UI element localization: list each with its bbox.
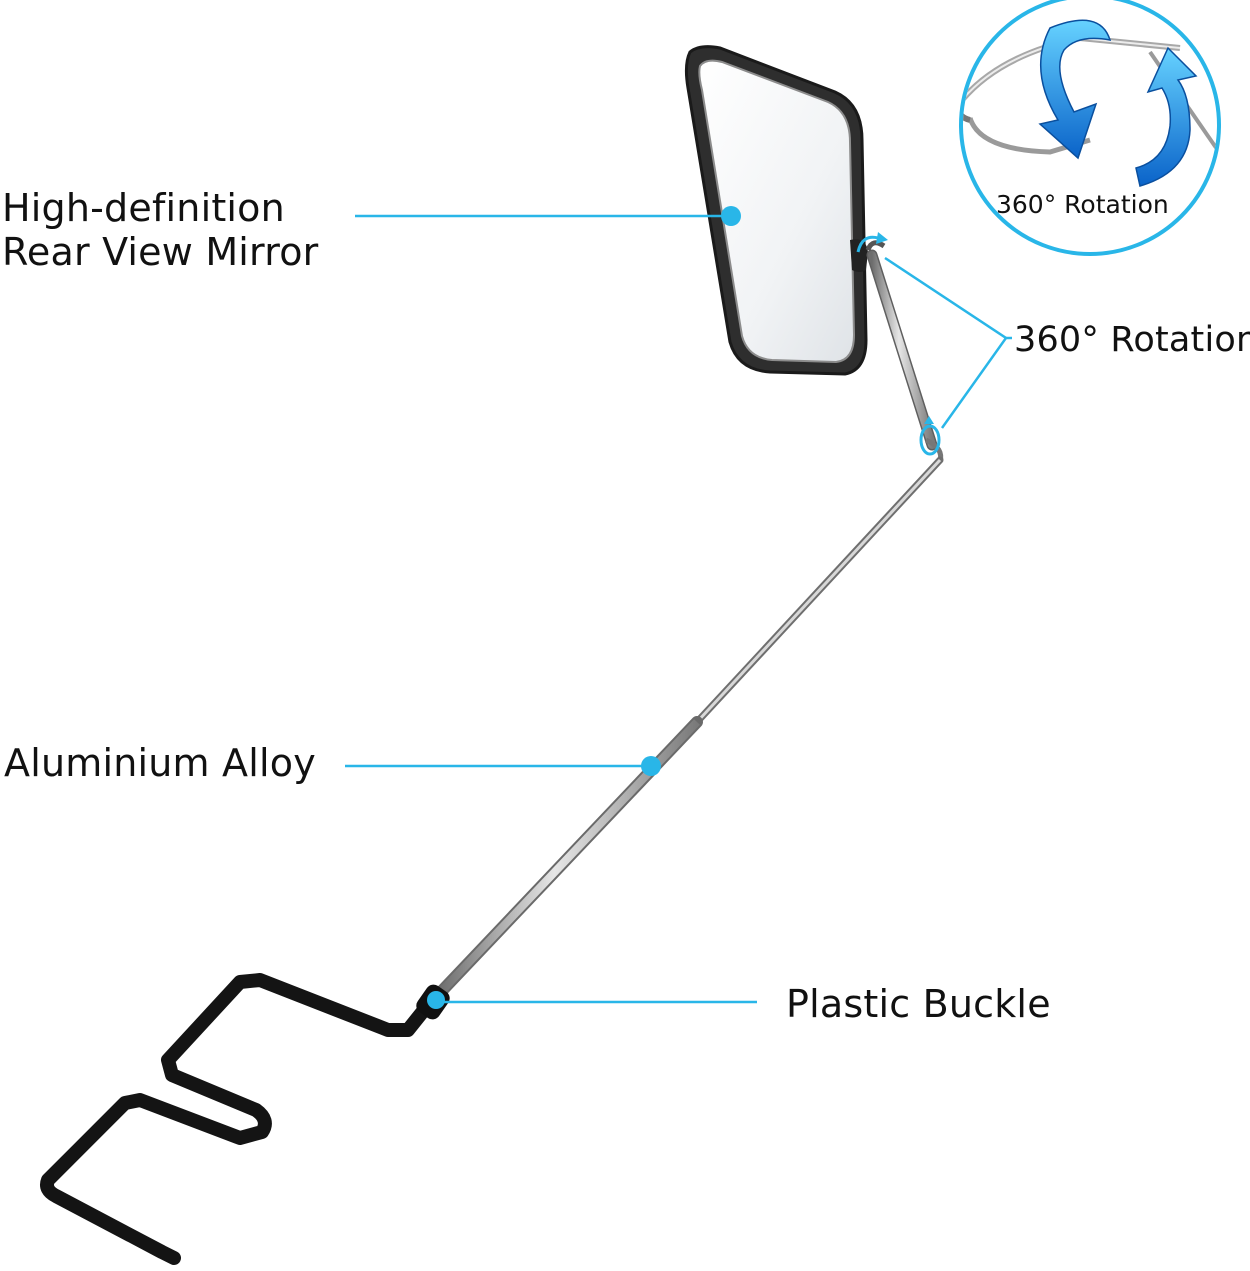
mirror-label-line1: High-definition — [2, 186, 285, 230]
rotate-arrows-icon — [1038, 19, 1198, 187]
mirror-callout-dot — [721, 206, 741, 226]
joint-rotate-arrow-top — [856, 235, 879, 253]
mirror — [684, 45, 868, 376]
alloy-label: Aluminium Alloy — [4, 741, 316, 785]
rotation-inset — [959, 0, 1221, 256]
buckle-callout-dot — [427, 991, 445, 1009]
aluminium-rod — [432, 456, 944, 1001]
inset-rotation-label: 360° Rotation — [996, 190, 1169, 219]
callouts — [345, 206, 1012, 1009]
alloy-callout-dot — [641, 756, 661, 776]
buckle-label: Plastic Buckle — [786, 982, 1051, 1026]
plastic-buckle — [40, 973, 450, 1265]
rotation-label: 360° Rotation — [1014, 320, 1250, 360]
upper-arm — [865, 240, 944, 463]
joint-rotate-arrow-bottom — [919, 424, 941, 456]
mirror-label: High-definition Rear View Mirror — [2, 186, 318, 274]
mirror-label-line2: Rear View Mirror — [2, 230, 319, 274]
